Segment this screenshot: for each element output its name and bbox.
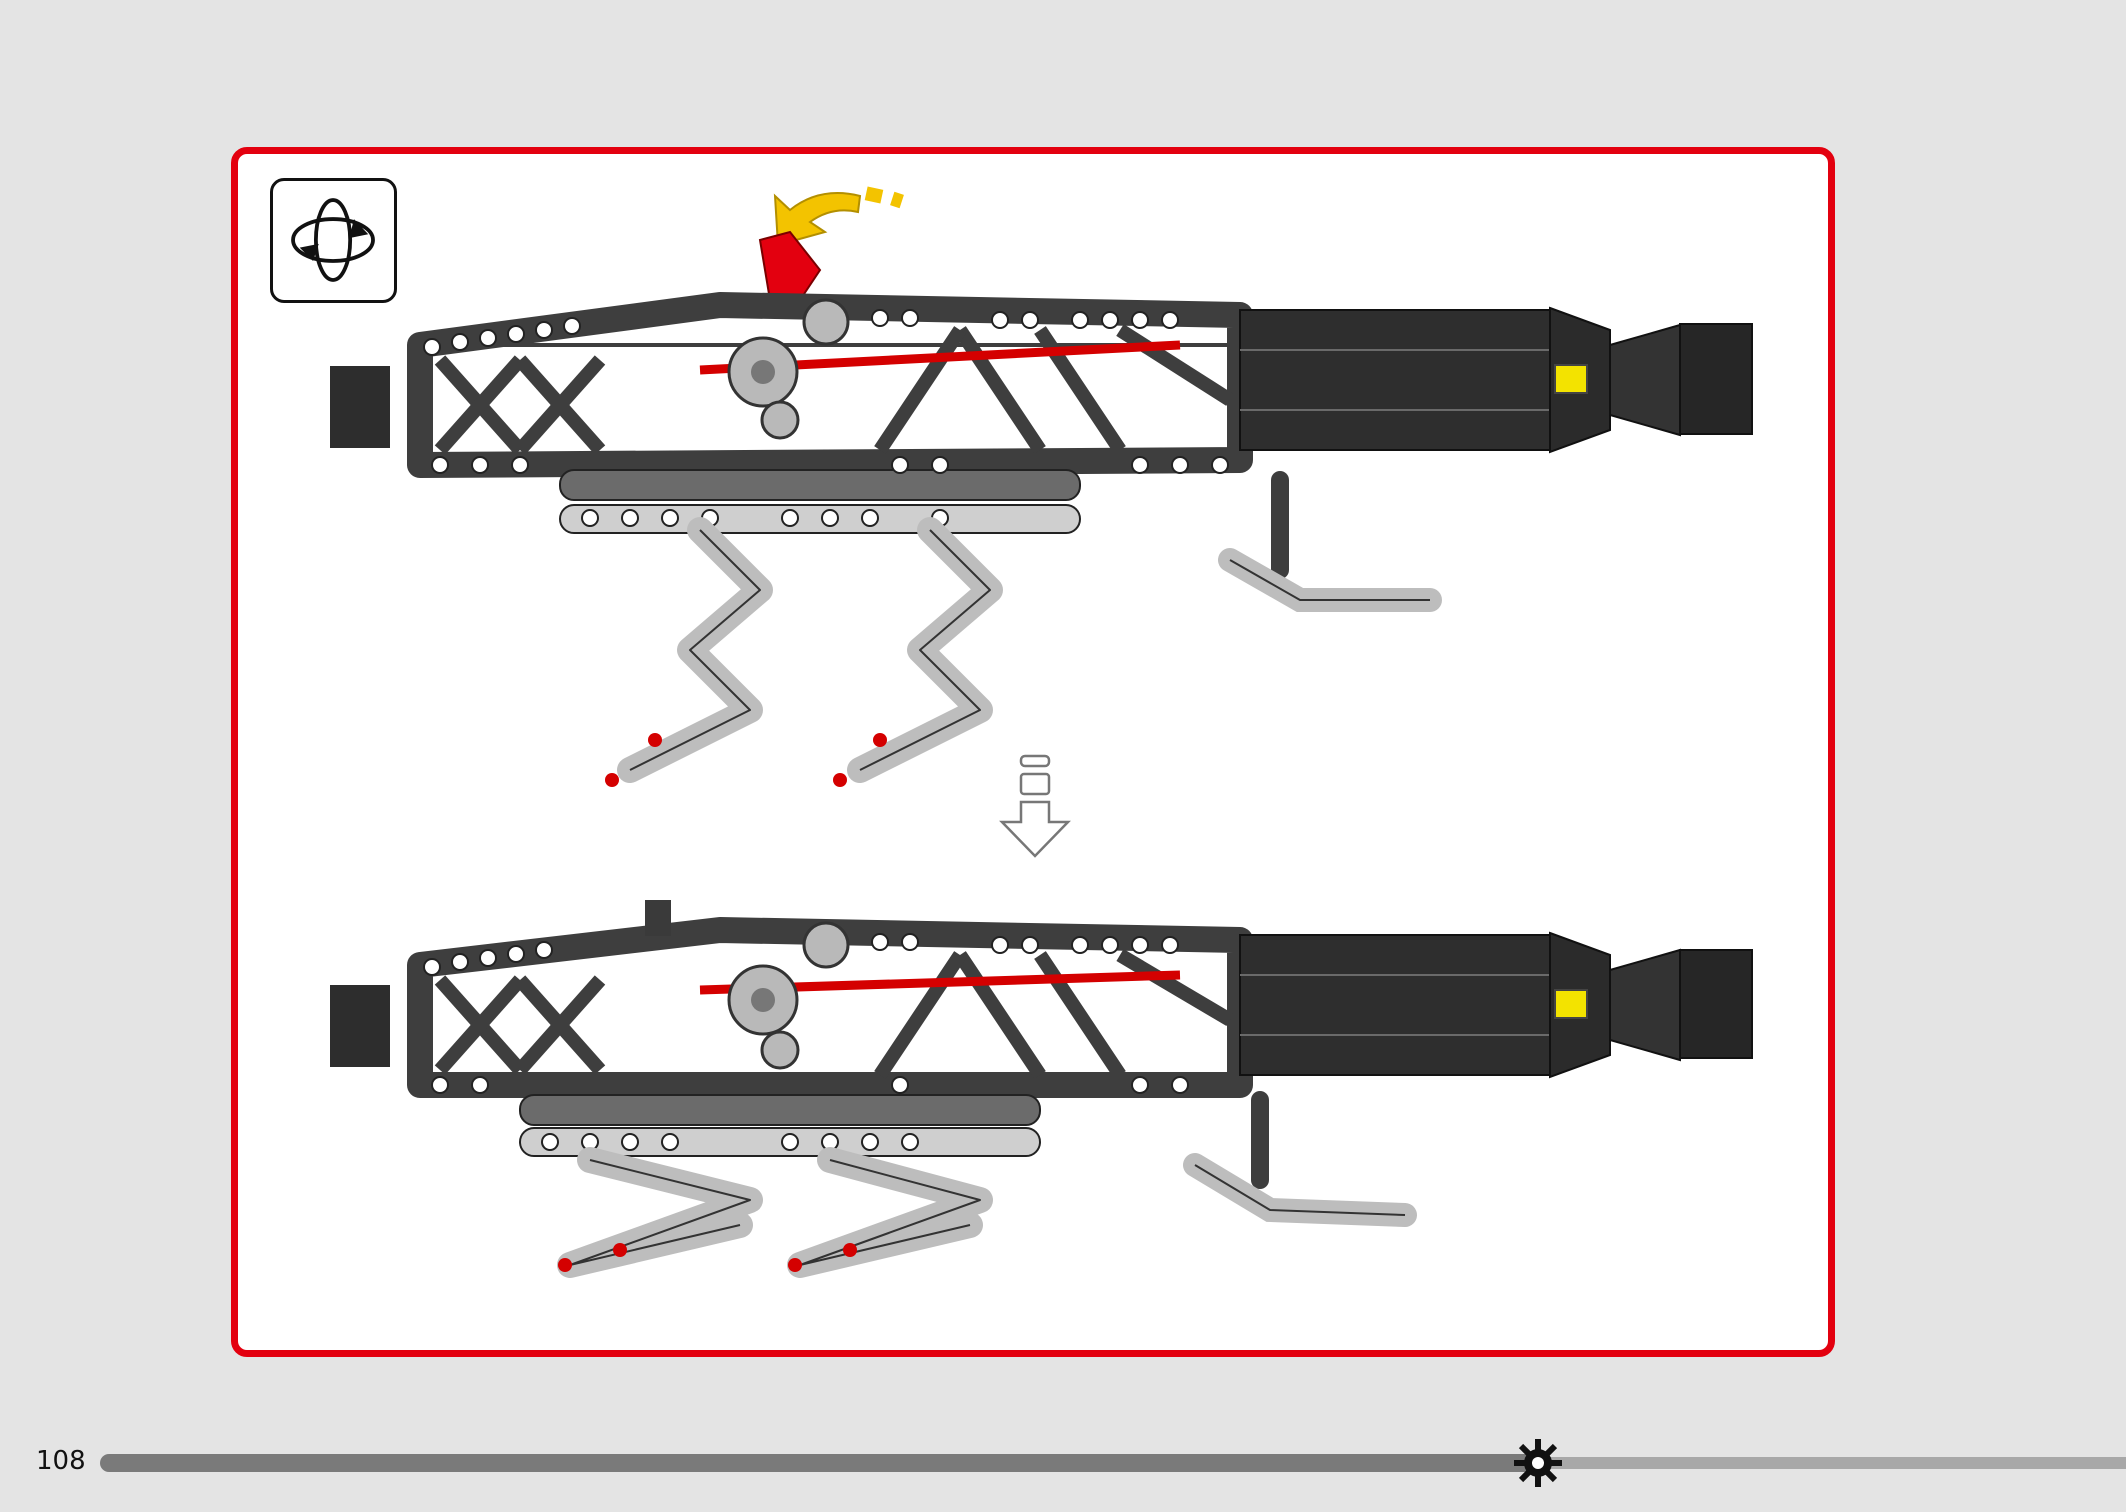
model-before-step (330, 186, 1753, 787)
progress-bar-track (1538, 1457, 2126, 1469)
page-number: 108 (36, 1446, 86, 1476)
down-arrow-icon (999, 754, 1071, 858)
progress-bar-fill (100, 1454, 1538, 1472)
model-after-step (330, 900, 1753, 1278)
rotate-model-icon (291, 198, 375, 282)
progress-gear-icon (1514, 1439, 1562, 1487)
progress-bar (100, 1454, 2126, 1472)
rotate-model-callout (270, 178, 397, 303)
